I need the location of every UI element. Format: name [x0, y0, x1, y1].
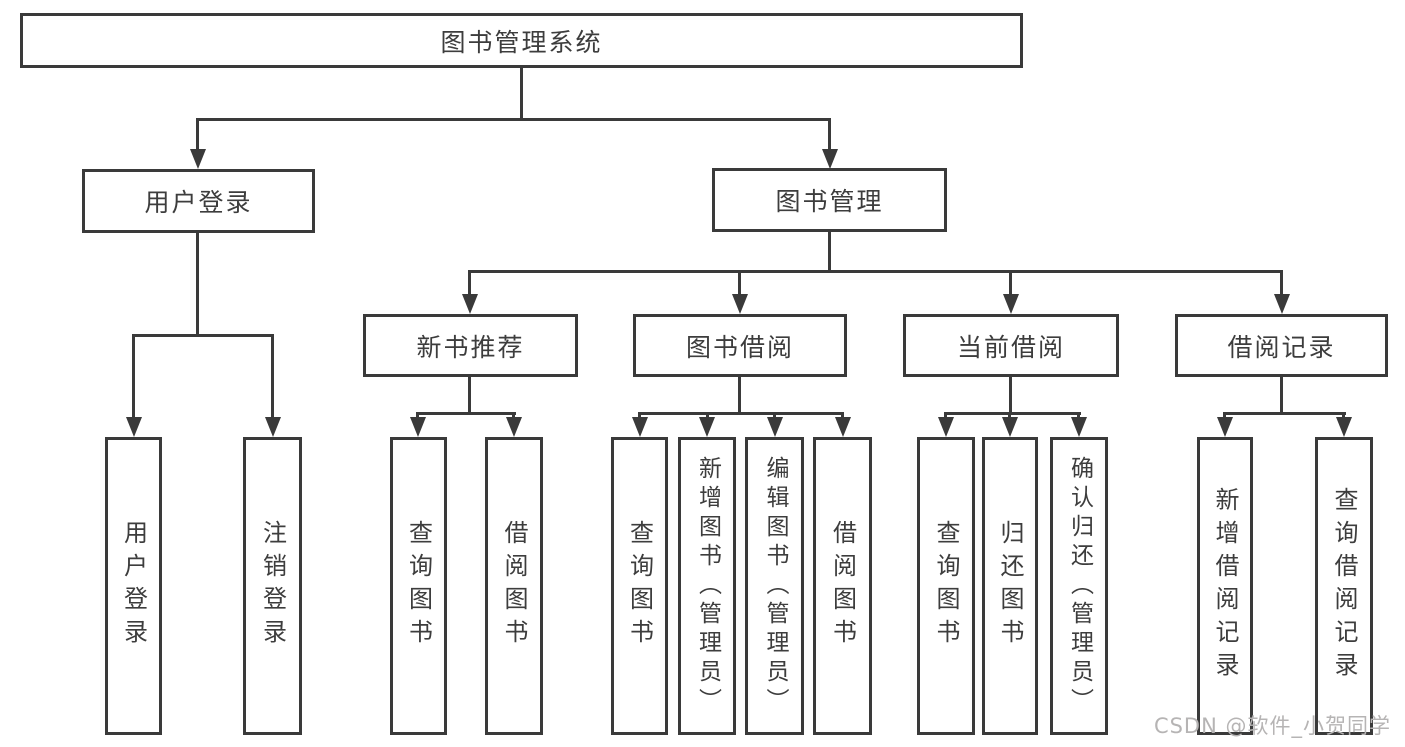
arrow-down-icon [822, 149, 838, 169]
leaf-query-borrow-record-label: 查询借阅记录 [1330, 487, 1358, 685]
leaf-borrow-books-recommend-label: 借阅图书 [500, 520, 528, 652]
connector-line [468, 377, 471, 415]
connector-line [196, 118, 199, 151]
connector-line [1008, 412, 1011, 420]
connector-line [738, 270, 741, 296]
connector-line [773, 412, 776, 420]
connector-line [1077, 412, 1080, 420]
leaf-query-books-current: 查询图书 [917, 437, 975, 735]
connector-line [1223, 412, 1226, 420]
connector-line [132, 334, 135, 419]
leaf-query-books-current-label: 查询图书 [932, 520, 960, 652]
connector-line [520, 68, 523, 121]
arrow-down-icon [732, 294, 748, 314]
node-book-management: 图书管理 [712, 168, 947, 232]
arrow-down-icon [699, 417, 715, 437]
connector-line [706, 412, 709, 420]
leaf-return-books-label: 归还图书 [996, 520, 1024, 652]
node-book-borrow-label: 图书借阅 [685, 332, 794, 362]
connector-line [416, 412, 516, 415]
leaf-confirm-return-admin: 确认归还（管理员） [1050, 437, 1108, 735]
connector-line [416, 412, 419, 420]
node-library-system: 图书管理系统 [20, 13, 1023, 68]
node-book-borrow: 图书借阅 [633, 314, 847, 377]
connector-line [468, 270, 1283, 273]
connector-line [1009, 377, 1012, 415]
connector-line [944, 412, 947, 420]
node-borrow-records: 借阅记录 [1175, 314, 1388, 377]
connector-line [828, 118, 831, 151]
connector-line [132, 334, 274, 337]
leaf-add-book-admin-label: 新增图书（管理员） [694, 455, 721, 717]
arrow-down-icon [1071, 417, 1087, 437]
node-library-system-label: 图书管理系统 [440, 27, 603, 57]
arrow-down-icon [190, 149, 206, 169]
leaf-query-books-borrow: 查询图书 [611, 437, 668, 735]
node-current-borrow-label: 当前借阅 [956, 332, 1065, 362]
arrow-down-icon [410, 417, 426, 437]
leaf-edit-book-admin-label: 编辑图书（管理员） [762, 455, 788, 717]
leaf-logout-label: 注销登录 [258, 520, 287, 652]
node-user-login-label: 用户登录 [144, 188, 253, 217]
node-book-management-label: 图书管理 [775, 187, 884, 216]
arrow-down-icon [835, 417, 851, 437]
leaf-user-login-label: 用户登录 [119, 520, 148, 652]
connector-line [1280, 270, 1283, 296]
node-new-book-recommend-label: 新书推荐 [416, 332, 525, 362]
connector-line [841, 412, 844, 420]
connector-line [1224, 412, 1346, 415]
leaf-borrow-books-recommend: 借阅图书 [485, 437, 543, 735]
connector-line [196, 118, 831, 121]
connector-line [638, 412, 844, 415]
arrow-down-icon [632, 417, 648, 437]
leaf-confirm-return-admin-label: 确认归还（管理员） [1066, 455, 1093, 717]
connector-line [828, 232, 831, 273]
node-borrow-records-label: 借阅记录 [1227, 332, 1336, 362]
leaf-return-books: 归还图书 [982, 437, 1038, 735]
arrow-down-icon [265, 417, 281, 437]
connector-line [468, 270, 471, 296]
arrow-down-icon [767, 417, 783, 437]
connector-line [196, 233, 199, 337]
connector-line [1280, 377, 1283, 415]
leaf-query-books-recommend-label: 查询图书 [404, 520, 433, 652]
leaf-add-borrow-record-label: 新增借阅记录 [1211, 487, 1239, 685]
connector-line [638, 412, 641, 420]
arrow-down-icon [938, 417, 954, 437]
arrow-down-icon [1217, 417, 1233, 437]
leaf-logout: 注销登录 [243, 437, 302, 735]
connector-line [944, 412, 1081, 415]
arrow-down-icon [1003, 294, 1019, 314]
leaf-borrow-books-label: 借阅图书 [828, 520, 857, 652]
arrow-down-icon [1336, 417, 1352, 437]
leaf-user-login: 用户登录 [105, 437, 162, 735]
connector-line [1009, 270, 1012, 296]
csdn-watermark: CSDN @软件_小贺同学 [1153, 714, 1391, 738]
connector-line [271, 334, 274, 419]
connector-line [1342, 412, 1345, 420]
leaf-add-book-admin: 新增图书（管理员） [678, 437, 736, 735]
leaf-query-borrow-record: 查询借阅记录 [1315, 437, 1373, 735]
arrow-down-icon [1274, 294, 1290, 314]
leaf-borrow-books: 借阅图书 [813, 437, 872, 735]
node-user-login: 用户登录 [82, 169, 315, 233]
arrow-down-icon [506, 417, 522, 437]
connector-line [738, 377, 741, 415]
node-current-borrow: 当前借阅 [903, 314, 1119, 377]
leaf-query-books-borrow-label: 查询图书 [625, 520, 654, 652]
arrow-down-icon [462, 294, 478, 314]
arrow-down-icon [1002, 417, 1018, 437]
leaf-add-borrow-record: 新增借阅记录 [1197, 437, 1253, 735]
arrow-down-icon [126, 417, 142, 437]
leaf-query-books-recommend: 查询图书 [390, 437, 447, 735]
leaf-edit-book-admin: 编辑图书（管理员） [745, 437, 804, 735]
connector-line [512, 412, 515, 420]
node-new-book-recommend: 新书推荐 [363, 314, 578, 377]
